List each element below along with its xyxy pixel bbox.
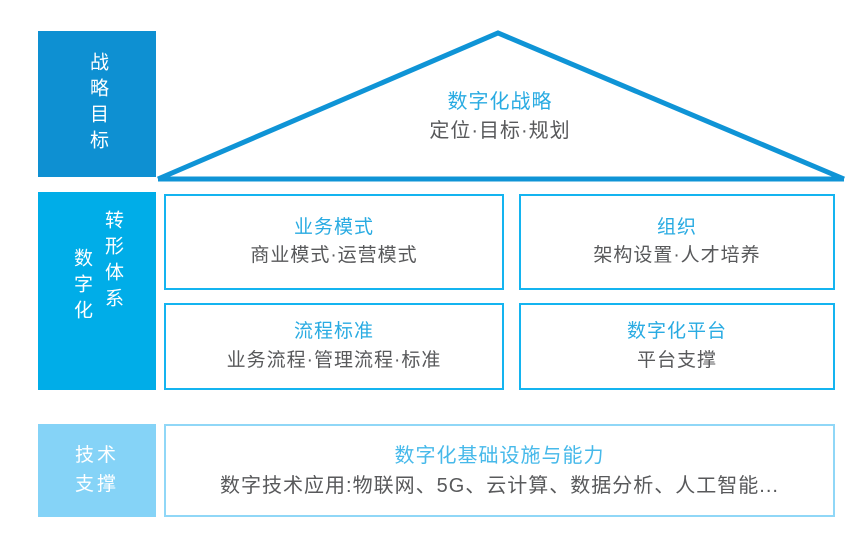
pillar-tech: 技术 支撑 (38, 424, 156, 517)
roof-subtitle: 定位·目标·规划 (429, 120, 571, 142)
roof-shape (157, 30, 845, 182)
box-digital-infrastructure-title: 数字化基础设施与能力 (394, 444, 605, 467)
pillar-strategy-label: 战略目标 (86, 52, 108, 156)
box-business-model[interactable]: 业务模式 商业模式·运营模式 (164, 194, 504, 290)
pillar-digital-label-group: 转形体系 数字化 (68, 192, 126, 390)
pillar-strategy: 战略目标 (38, 31, 156, 177)
box-process-standard[interactable]: 流程标准 业务流程·管理流程·标准 (164, 303, 504, 390)
box-digital-platform-subtitle: 平台支撑 (636, 349, 717, 371)
pillar-digital-label-main: 转形体系 (102, 210, 123, 314)
box-business-model-subtitle: 商业模式·运营模式 (250, 245, 418, 266)
box-organization-subtitle: 架构设置·人才培养 (593, 245, 761, 266)
box-business-model-title: 业务模式 (293, 216, 374, 238)
roof-label-group: 数字化战略 定位·目标·规划 (300, 88, 700, 146)
pillar-tech-label-group: 技术 支撑 (75, 442, 119, 499)
box-organization[interactable]: 组织 架构设置·人才培养 (519, 194, 835, 290)
box-process-standard-title: 流程标准 (293, 321, 374, 342)
roof-gable-line (157, 30, 845, 182)
box-organization-title: 组织 (656, 216, 697, 238)
pillar-digital-label-sub: 数字化 (71, 248, 92, 326)
pillar-tech-label-line1: 技术 (74, 445, 119, 466)
box-digital-infrastructure[interactable]: 数字化基础设施与能力 数字技术应用:物联网、5G、云计算、数据分析、人工智能..… (164, 424, 835, 517)
box-process-standard-subtitle: 业务流程·管理流程·标准 (226, 349, 442, 371)
pillar-tech-label-line2: 支撑 (74, 473, 119, 495)
pillar-digital: 转形体系 数字化 (38, 192, 156, 390)
roof-title: 数字化战略 (447, 91, 553, 113)
box-digital-platform[interactable]: 数字化平台 平台支撑 (519, 303, 835, 390)
box-digital-infrastructure-subtitle: 数字技术应用:物联网、5G、云计算、数据分析、人工智能... (220, 474, 779, 497)
box-digital-platform-title: 数字化平台 (626, 321, 727, 342)
